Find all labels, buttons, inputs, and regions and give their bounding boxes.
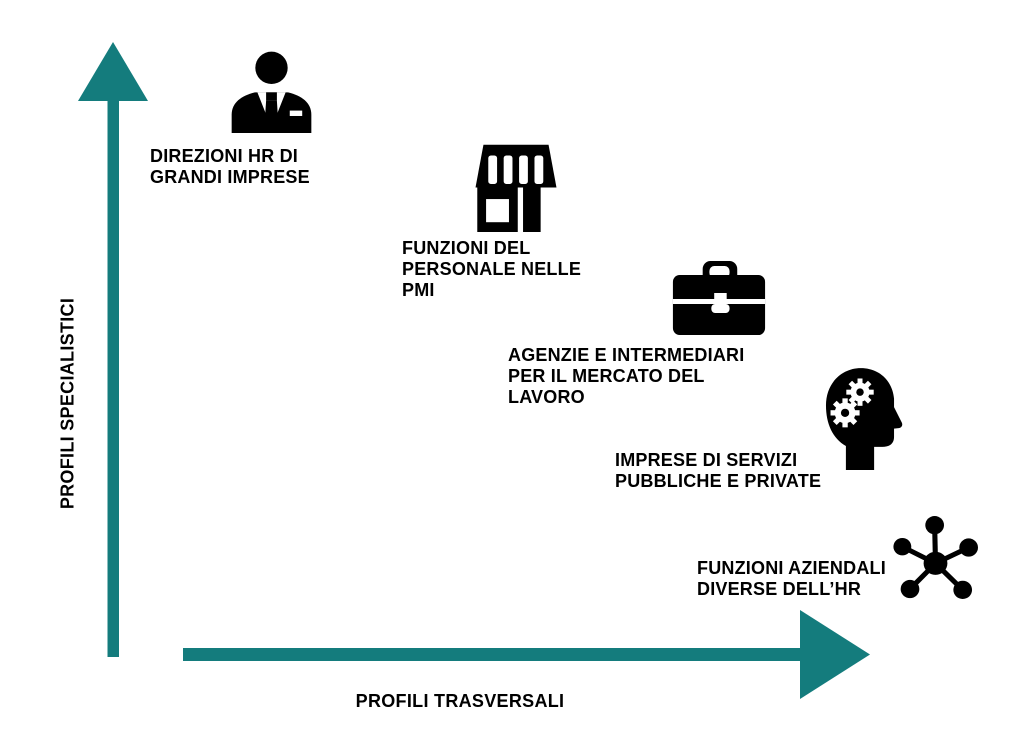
item-label-imprese-servizi: IMPRESE DI SERVIZI PUBBLICHE E PRIVATE bbox=[615, 450, 822, 491]
storefront-icon bbox=[472, 143, 560, 232]
x-axis-arrow bbox=[183, 610, 870, 699]
businessman-icon bbox=[230, 50, 313, 133]
y-axis-arrow bbox=[78, 42, 148, 657]
item-label-funzioni-aziendali: FUNZIONI AZIENDALI DIVERSE DELL’HR bbox=[697, 558, 886, 599]
network-icon bbox=[893, 516, 978, 599]
y-axis-label: PROFILI SPECIALISTICI bbox=[57, 297, 78, 510]
briefcase-icon bbox=[671, 258, 767, 338]
item-label-agenzie-intermediari: AGENZIE E INTERMEDIARI PER IL MERCATO DE… bbox=[508, 345, 745, 407]
item-label-funzioni-personale-pmi: FUNZIONI DEL PERSONALE NELLE PMI bbox=[402, 238, 582, 300]
head-gears-icon bbox=[821, 364, 904, 470]
item-label-direzioni-hr: DIREZIONI HR DI GRANDI IMPRESE bbox=[150, 146, 310, 187]
x-axis-label: PROFILI TRASVERSALI bbox=[355, 691, 565, 711]
